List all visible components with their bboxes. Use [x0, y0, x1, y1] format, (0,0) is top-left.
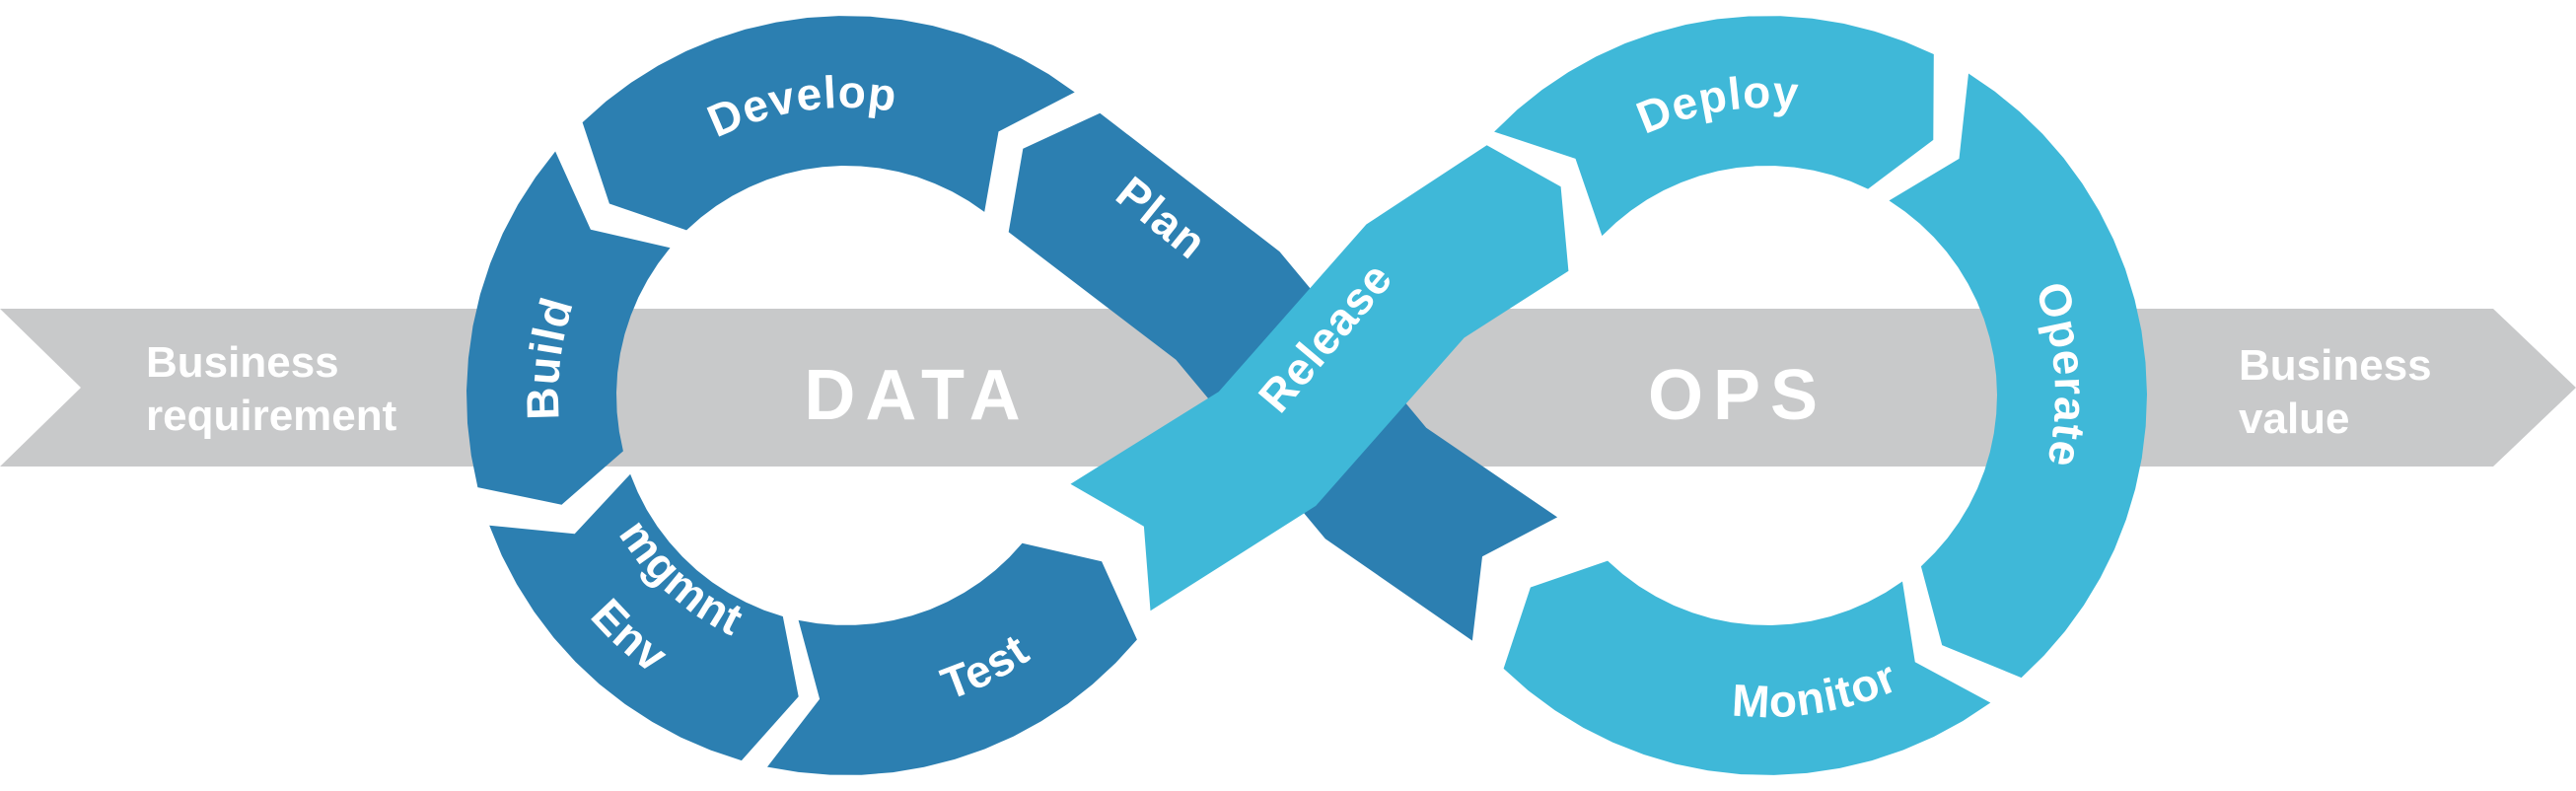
segment-env-mgmnt — [489, 473, 799, 761]
business-value-label-line2: value — [2239, 395, 2350, 443]
segment-test — [767, 542, 1137, 775]
business-requirement-label-line2: requirement — [146, 392, 397, 440]
business-requirement-label-line1: Business — [146, 338, 339, 387]
ops-loop-label: OPS — [1648, 356, 1827, 435]
segment-operate — [1889, 73, 2147, 679]
business-value-label-line1: Business — [2239, 341, 2432, 390]
segment-monitor — [1503, 560, 1991, 775]
segment-release-band — [1070, 145, 1569, 611]
segment-build — [466, 151, 671, 505]
data-loop-label: DATA — [804, 356, 1030, 435]
segment-deploy — [1494, 16, 1934, 237]
segment-develop — [582, 16, 1075, 231]
